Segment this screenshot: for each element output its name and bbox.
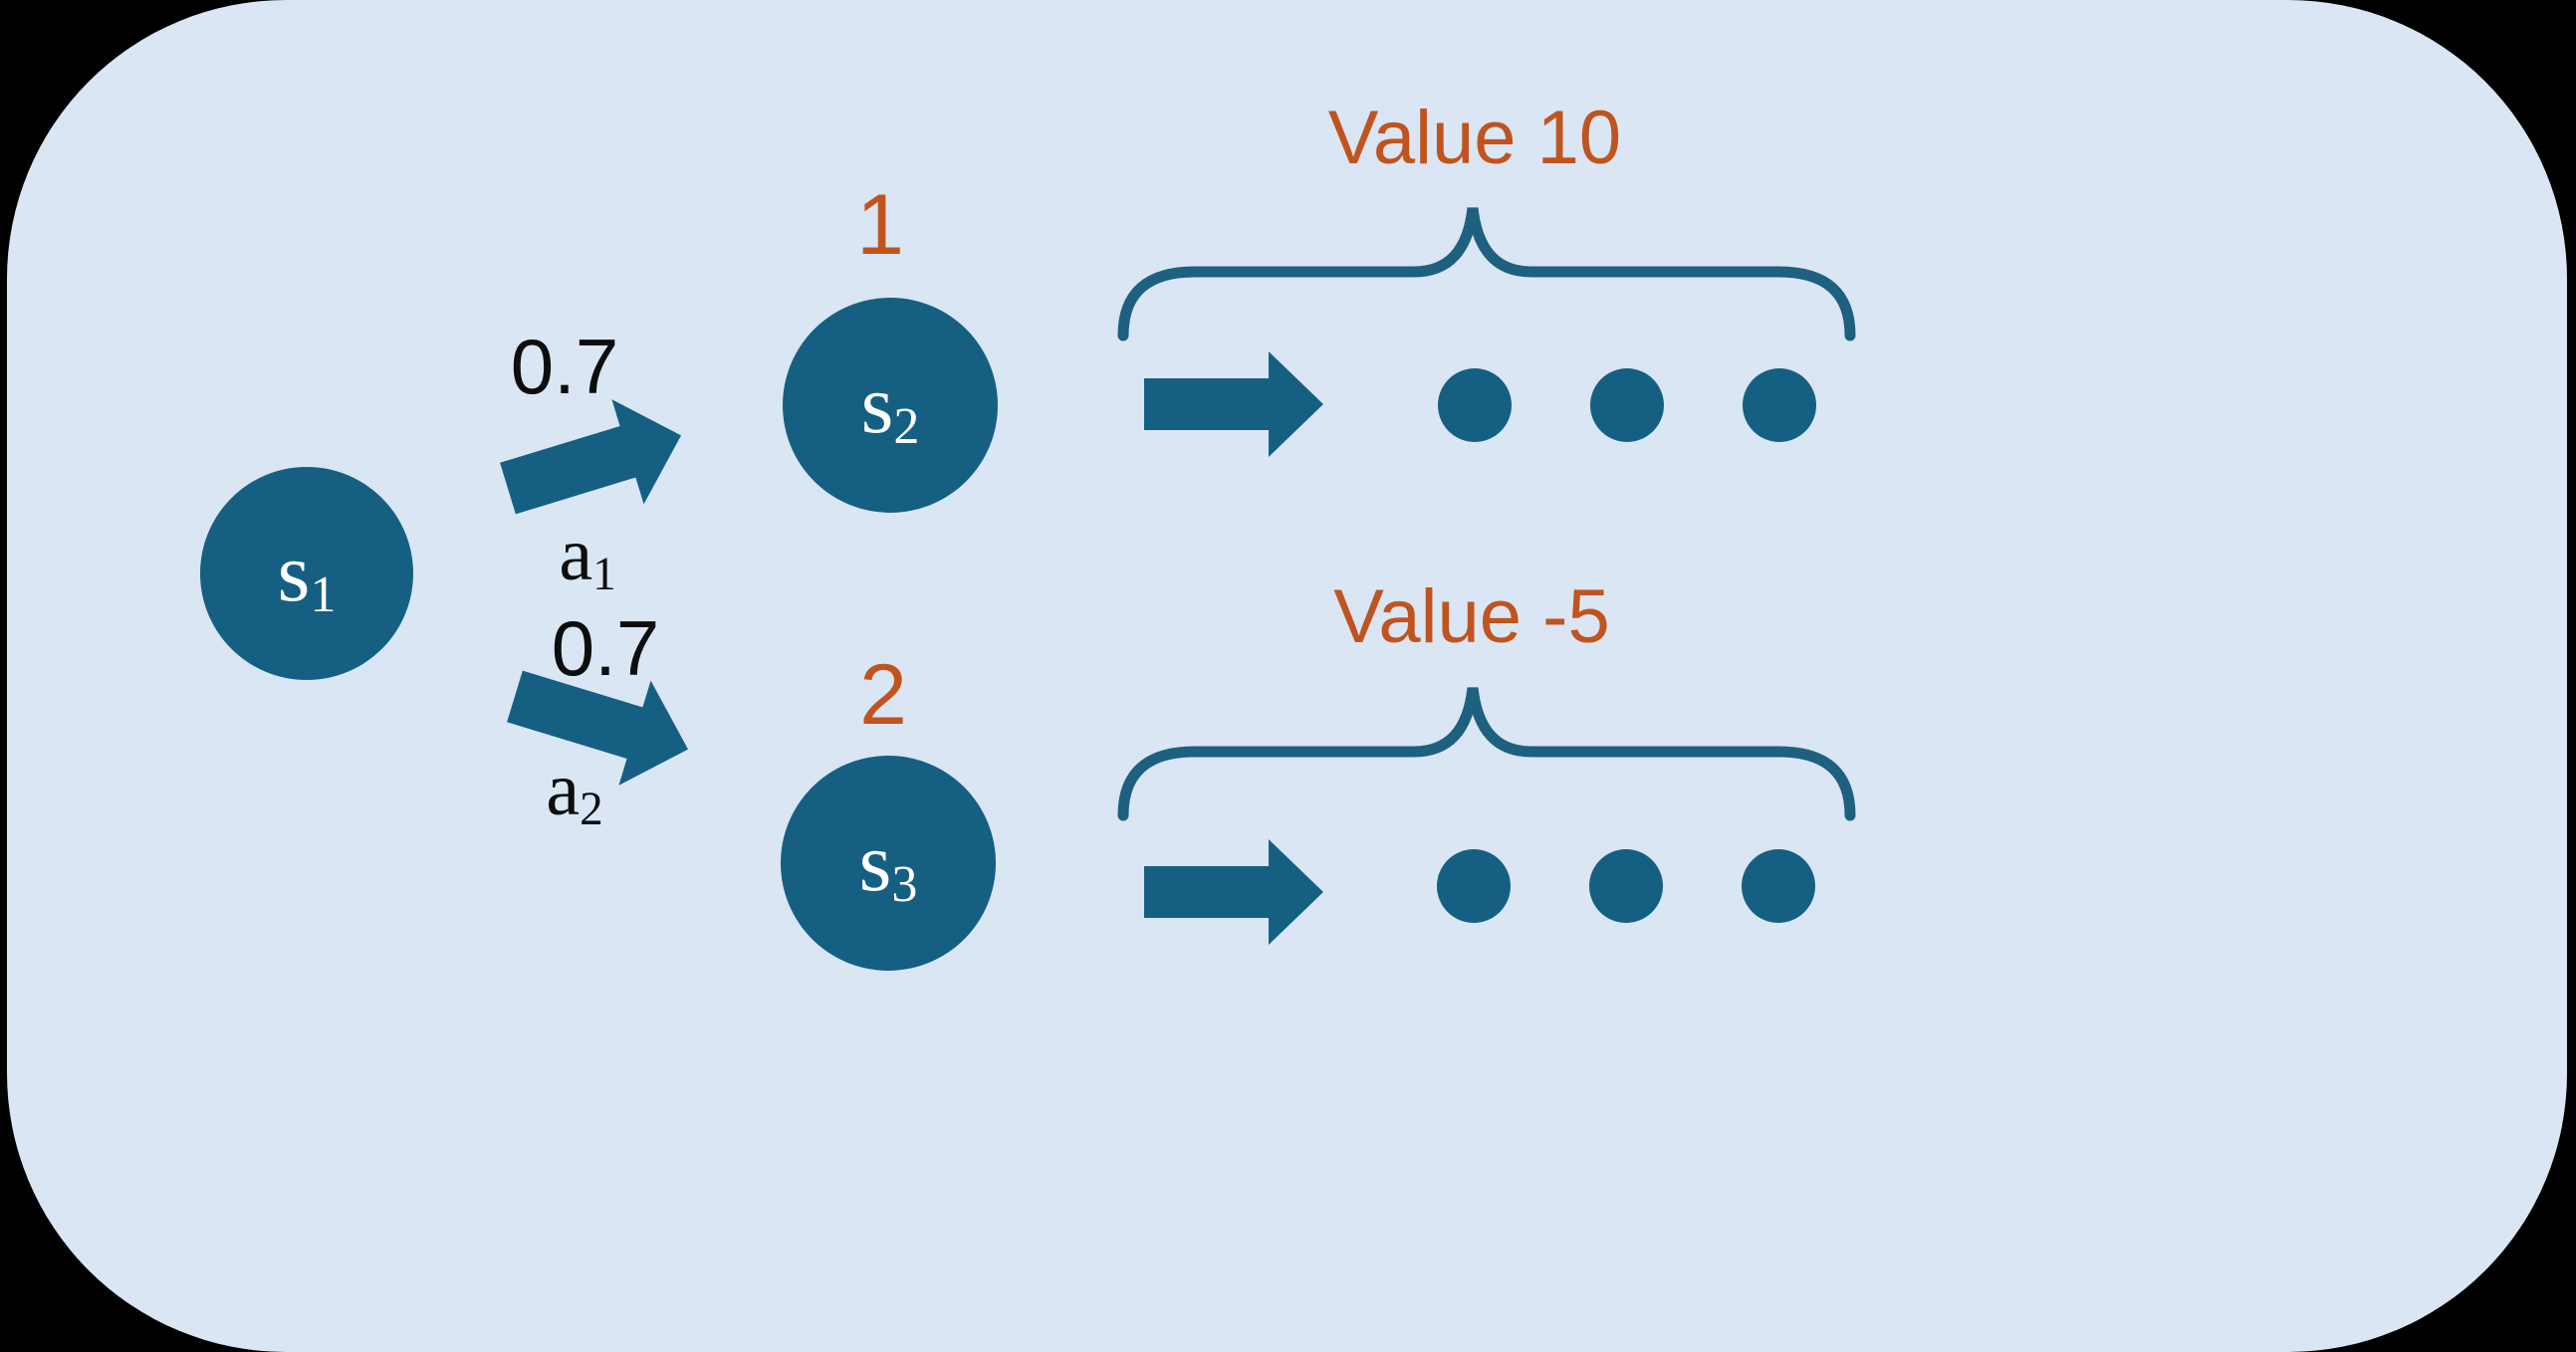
continuation-dot: [1437, 849, 1511, 923]
value-label-2: Value -5: [1333, 574, 1610, 659]
action-label-a1: a1: [559, 513, 616, 601]
state-node-s3: s3: [781, 756, 996, 971]
value-label-1: Value 10: [1327, 96, 1622, 180]
state-label-s2: s2: [860, 358, 920, 456]
value-minus-5-brace-icon: [1117, 687, 1856, 821]
continuation-dot: [1742, 849, 1815, 923]
continuation-dot: [1589, 849, 1663, 923]
rollout-arrow-1-icon: [1144, 351, 1323, 457]
action-a1-arrow-icon: [500, 399, 682, 515]
branch-index-1: 1: [856, 177, 904, 273]
continuation-dot: [1743, 368, 1816, 442]
value-10-brace-icon: [1117, 207, 1856, 341]
state-label-s1: s1: [277, 527, 337, 624]
probability-label-a2: 0.7: [551, 604, 660, 692]
action-label-a2: a2: [546, 748, 603, 836]
action-a2-arrow-icon: [507, 670, 689, 786]
probability-label-a1: 0.7: [510, 323, 619, 410]
state-node-s1: s1: [200, 467, 413, 680]
rollout-dots-1-icon: [1438, 368, 1816, 442]
rollout-dots-2-icon: [1437, 849, 1815, 923]
rounded-background-panel: [7, 0, 2567, 1352]
rollout-arrow-2-icon: [1144, 839, 1323, 945]
branch-index-2: 2: [859, 647, 907, 743]
continuation-dot: [1438, 368, 1512, 442]
state-node-s2: s2: [783, 298, 998, 513]
state-label-s3: s3: [858, 816, 918, 914]
continuation-dot: [1590, 368, 1664, 442]
